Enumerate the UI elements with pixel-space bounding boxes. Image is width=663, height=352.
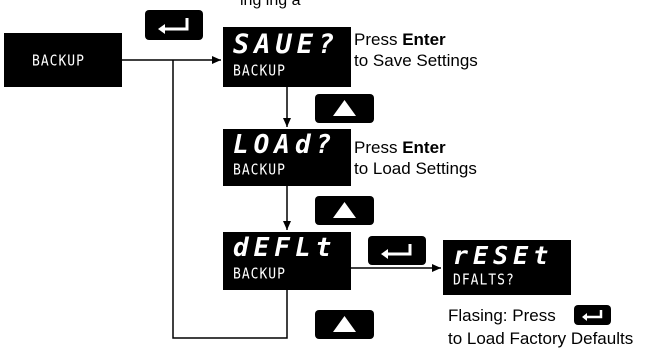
display-sub-text: BACKUP — [233, 63, 286, 81]
up-triangle-icon — [333, 316, 356, 332]
enter-arrow-icon — [158, 18, 189, 34]
display-sub-text: BACKUP — [233, 162, 286, 180]
enter-arrow-icon — [582, 310, 603, 321]
enter-arrow-icon — [381, 244, 412, 259]
load-description: Press Enter to Load Settings — [354, 138, 477, 178]
up-button-3 — [315, 310, 374, 339]
up-button-1 — [315, 94, 374, 123]
reset-description-line1: Flasing: Press — [448, 306, 556, 325]
display-sub-text: BACKUP — [233, 266, 286, 284]
enter-button-1 — [145, 10, 203, 40]
display-save: SAUE? BACKUP — [223, 27, 351, 87]
display-backup-menu: BACKUP — [4, 33, 122, 87]
display-main-text: rESEt — [453, 241, 554, 270]
display-sub-text: DFALTS? — [453, 272, 515, 290]
display-main-text: LOAd? — [233, 130, 337, 160]
up-button-2 — [315, 196, 374, 225]
display-main-text: SAUE? — [233, 29, 340, 60]
top-caption: ing ing a — [240, 0, 301, 9]
return-loop-line — [172, 60, 288, 339]
up-triangle-icon — [333, 100, 356, 116]
display-main-text: dEFLt — [233, 233, 337, 263]
enter-button-2 — [368, 236, 426, 265]
reset-description-line2: to Load Factory Defaults — [448, 329, 634, 348]
display-sub-text: BACKUP — [32, 53, 85, 71]
save-description: Press Enter to Save Settings — [354, 30, 478, 70]
up-triangle-icon — [333, 202, 356, 218]
enter-button-inline — [574, 305, 611, 325]
display-load: LOAd? BACKUP — [223, 129, 351, 186]
display-deflt: dEFLt BACKUP — [223, 232, 351, 290]
display-reset: rESEt DFALTS? — [443, 240, 571, 295]
